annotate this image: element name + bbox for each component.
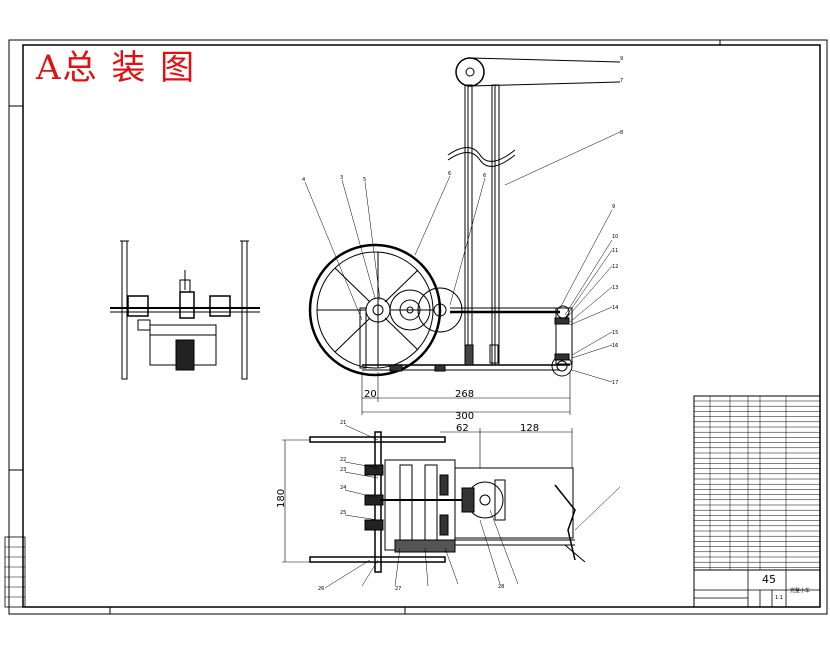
inner-frame [22, 44, 821, 608]
balloon-label: 9 [612, 204, 615, 210]
balloon-group-right: 9 7 8 9 10 11 12 13 14 15 16 17 [612, 56, 623, 386]
title-block-part-no: 45 [762, 573, 776, 586]
balloon-label: 28 [498, 584, 504, 590]
outer-frame [8, 39, 828, 615]
balloon-label: 5 [363, 177, 366, 183]
balloon-group-top: 4 3 5 6 6 [302, 171, 486, 183]
balloon-label: 17 [612, 380, 618, 386]
top-view [282, 424, 621, 589]
balloon-label: 22 [340, 457, 346, 463]
title-block-scale: 1:1 [775, 595, 783, 601]
balloon-group-bottom: 21 22 23 24 25 26 27 28 [318, 420, 504, 592]
balloon-label: 27 [395, 586, 401, 592]
balloon-label: 16 [612, 343, 618, 349]
drawing-title: A总 装 图 [36, 48, 197, 88]
left-stamp-block [4, 536, 26, 608]
balloon-label: 24 [340, 485, 346, 491]
dim-62: 62 [456, 423, 469, 434]
front-view [304, 57, 621, 415]
dim-268: 268 [455, 389, 474, 400]
balloon-label: 13 [612, 285, 618, 291]
balloon-label: 11 [612, 248, 618, 254]
dim-20: 20 [364, 389, 377, 400]
balloon-label: 21 [340, 420, 346, 426]
dim-300: 300 [455, 411, 474, 422]
balloon-label: 15 [612, 330, 618, 336]
balloon-label: 7 [620, 78, 623, 84]
balloon-label: 6 [483, 173, 486, 179]
title-block-drawing-name: 完整小车 [790, 587, 810, 594]
balloon-label: 26 [318, 586, 324, 592]
balloon-label: 4 [302, 177, 305, 183]
balloon-label: 14 [612, 305, 618, 311]
dim-128: 128 [520, 423, 539, 434]
balloon-label: 8 [620, 130, 623, 136]
title-block [693, 569, 821, 608]
balloon-label: 12 [612, 264, 618, 270]
balloon-label: 10 [612, 234, 618, 240]
balloon-label: 25 [340, 510, 346, 516]
balloon-label: 6 [448, 171, 451, 177]
balloon-label: 3 [340, 175, 343, 181]
balloon-label: 9 [620, 56, 623, 62]
parts-list [693, 395, 821, 571]
dim-180: 180 [276, 489, 287, 508]
side-view [110, 240, 260, 380]
balloon-label: 23 [340, 467, 346, 473]
